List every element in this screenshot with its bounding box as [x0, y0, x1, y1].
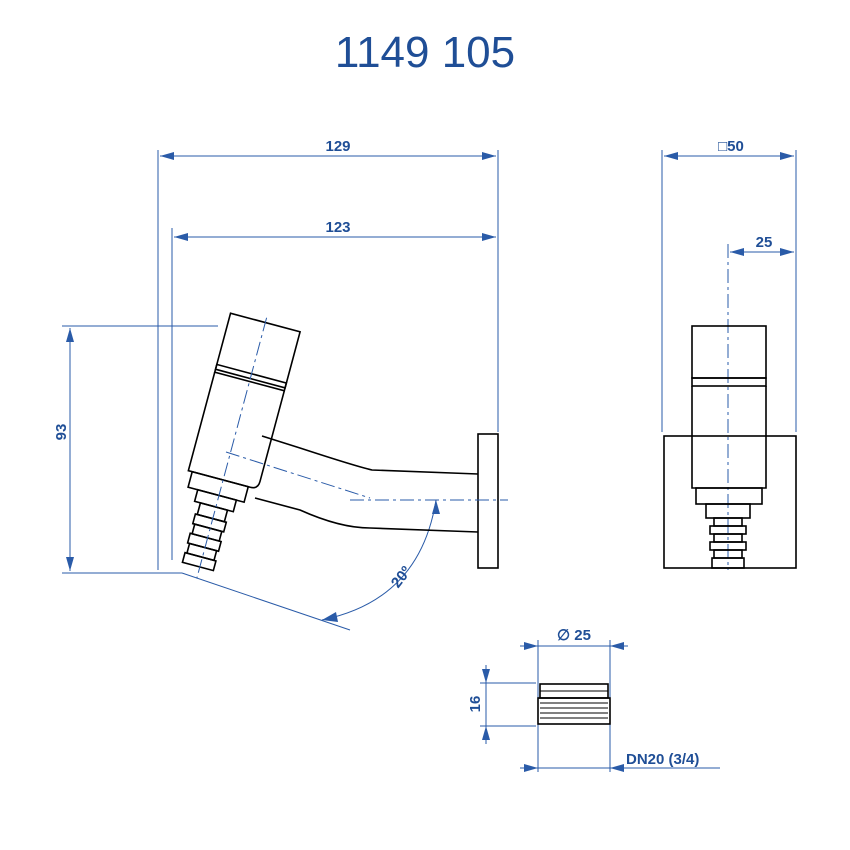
- wall-plate-side: [477, 433, 499, 569]
- handle-front: [691, 325, 767, 379]
- dimension-label-16: 16: [467, 696, 484, 713]
- wall-plate-front: [663, 435, 797, 569]
- dimension-129: 129: [160, 138, 496, 160]
- dimension-93: 93: [53, 328, 74, 571]
- dimension-label-25-offset: 25: [756, 234, 773, 251]
- front-view: □50 25: [661, 138, 797, 570]
- dimension-square-50: □50: [664, 138, 794, 160]
- dimension-diameter-25: ∅ 25: [520, 627, 628, 650]
- tap-body-side: [181, 312, 302, 579]
- dimension-label-thread: DN20 (3/4): [626, 751, 699, 768]
- dimension-label-123: 123: [325, 219, 350, 236]
- spout-upper-edge: [261, 435, 479, 475]
- dimension-16: 16: [467, 665, 490, 744]
- spout-lower-edge: [254, 497, 479, 533]
- dimension-label-93: 93: [53, 424, 70, 441]
- dimension-label-diameter: ∅ 25: [557, 627, 591, 644]
- thread-detail: ∅ 25 16 DN20 (3/4): [467, 627, 720, 772]
- axis-spout-bend: [225, 451, 371, 499]
- dimension-label-129: 129: [325, 138, 350, 155]
- thread-lines: [540, 702, 608, 719]
- side-view: 129 123 93 20º: [53, 138, 508, 631]
- dimension-25-offset: 25: [730, 234, 794, 256]
- thread-body: [537, 697, 611, 725]
- tap-body-front: [691, 386, 767, 489]
- dimension-label-square: □50: [718, 138, 744, 155]
- dimension-angle-20: 20º: [181, 499, 440, 631]
- drawing-title: 1149 105: [334, 28, 516, 77]
- dimension-dn20: DN20 (3/4): [520, 751, 720, 772]
- dimension-123: 123: [174, 219, 496, 241]
